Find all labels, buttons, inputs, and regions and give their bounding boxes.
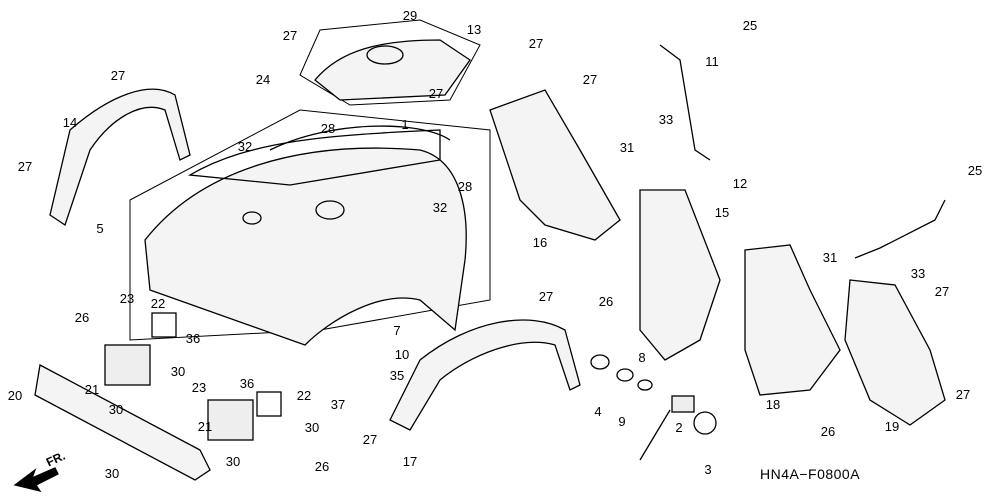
callout-26: 26 (314, 459, 330, 474)
callout-36: 36 (185, 331, 201, 346)
callout-33: 33 (910, 266, 926, 281)
callout-31: 31 (822, 250, 838, 265)
callout-27: 27 (282, 28, 298, 43)
callout-27: 27 (538, 289, 554, 304)
callout-2: 2 (675, 420, 683, 435)
callout-26: 26 (74, 310, 90, 325)
callout-1: 1 (401, 117, 409, 132)
callout-9: 9 (618, 414, 626, 429)
callout-22: 22 (150, 296, 166, 311)
callout-4: 4 (594, 404, 602, 419)
callout-26: 26 (598, 294, 614, 309)
bumper-20 (34, 364, 211, 481)
inner-fender-16 (489, 89, 621, 241)
callout-5: 5 (96, 221, 104, 236)
callout-36: 36 (239, 376, 255, 391)
socket-parts (590, 354, 717, 461)
callout-18: 18 (765, 397, 781, 412)
callout-24: 24 (255, 72, 271, 87)
callout-27: 27 (428, 86, 444, 101)
callout-30: 30 (170, 364, 186, 379)
callout-23: 23 (119, 291, 135, 306)
callout-22: 22 (296, 388, 312, 403)
callout-11: 11 (705, 54, 719, 69)
fender-19 (844, 279, 946, 426)
callout-33: 33 (658, 112, 674, 127)
callout-30: 30 (225, 454, 241, 469)
callout-27: 27 (362, 432, 378, 447)
callout-27: 27 (582, 72, 598, 87)
callout-28: 28 (457, 179, 473, 194)
callout-35: 35 (389, 368, 405, 383)
callout-27: 27 (528, 36, 544, 51)
callout-17: 17 (402, 454, 418, 469)
callout-27: 27 (955, 387, 971, 402)
callout-29: 29 (402, 8, 418, 23)
callout-7: 7 (393, 323, 401, 338)
callout-27: 27 (934, 284, 950, 299)
brackets-21-22 (104, 312, 282, 441)
callout-14: 14 (62, 115, 78, 130)
direction-arrow (13, 467, 59, 493)
callout-37: 37 (330, 397, 346, 412)
callout-3: 3 (704, 462, 712, 477)
callout-23: 23 (191, 380, 207, 395)
inner-fender-15 (639, 189, 721, 361)
callout-27: 27 (17, 159, 33, 174)
callout-16: 16 (532, 235, 548, 250)
right-mudguard-17 (389, 319, 581, 431)
front-fender-assembly (129, 109, 491, 346)
diagram-code: HN4A−F0800A (760, 466, 861, 482)
callout-28: 28 (320, 121, 336, 136)
callout-21: 21 (197, 419, 213, 434)
callout-15: 15 (714, 205, 730, 220)
inner-fender-18 (744, 244, 841, 396)
callout-26: 26 (820, 424, 836, 439)
callout-8: 8 (638, 350, 646, 365)
callout-32: 32 (237, 139, 253, 154)
callout-10: 10 (394, 347, 410, 362)
rear-tray (299, 19, 481, 106)
callout-19: 19 (884, 419, 900, 434)
callout-32: 32 (432, 200, 448, 215)
left-mudguard-14 (49, 88, 191, 227)
callout-30: 30 (104, 466, 120, 481)
callout-20: 20 (7, 388, 23, 403)
callout-25: 25 (742, 18, 758, 33)
callout-25: 25 (967, 163, 983, 178)
callout-31: 31 (619, 140, 635, 155)
stays-11-12 (659, 44, 946, 259)
callout-21: 21 (84, 382, 100, 397)
callout-30: 30 (304, 420, 320, 435)
callout-30: 30 (108, 402, 124, 417)
callout-13: 13 (466, 22, 482, 37)
callout-27: 27 (110, 68, 126, 83)
callout-12: 12 (732, 176, 748, 191)
